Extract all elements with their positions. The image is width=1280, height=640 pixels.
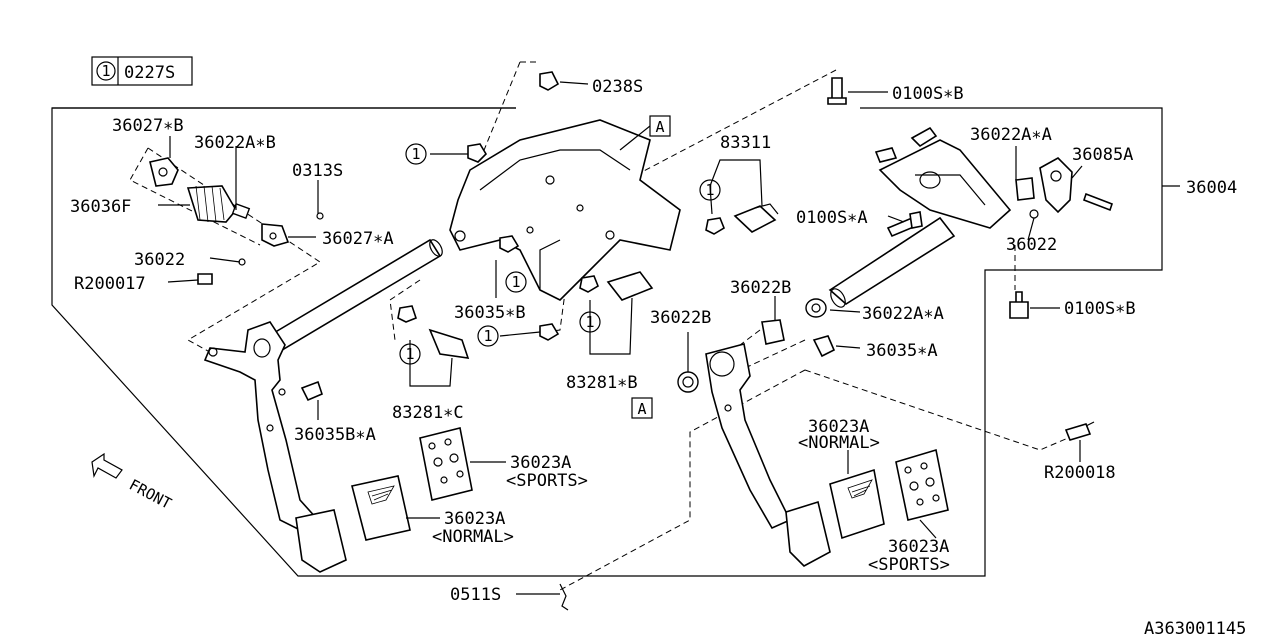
36035B-stopper [300, 380, 323, 402]
assembly-boundary [51, 107, 1163, 577]
bracket-nut-upper [467, 143, 488, 163]
36022B-bushing-upper [761, 319, 785, 345]
label-36027B: 36027∗B [112, 116, 184, 136]
left-normal-pad [351, 475, 411, 541]
label-sports-right: <SPORTS> [868, 555, 950, 575]
front-label: FRONT [126, 476, 174, 513]
36022-bushing-right [1029, 209, 1039, 219]
lower-dashed-link [559, 369, 806, 591]
svg-text:1: 1 [411, 145, 420, 163]
legend-code: 0227S [124, 63, 175, 83]
label-36023A-normal-right: 36023A [808, 417, 869, 437]
label-36085A: 36085A [1072, 145, 1133, 165]
label-0238S: 0238S [592, 77, 643, 97]
bracket-nut-mid [499, 235, 520, 253]
36035A-stopper [812, 335, 836, 358]
36022AA-bushing-top [1015, 177, 1035, 201]
label-36022AA-top: 36022A∗A [970, 125, 1052, 145]
83281C-switch [397, 305, 470, 359]
box-marker-top: A [619, 115, 671, 151]
label-83311: 83311 [720, 133, 771, 153]
label-36022AA-mid: 36022A∗A [862, 304, 944, 324]
0100SA-bolt [886, 211, 923, 238]
label-0100SA: 0100S∗A [796, 208, 868, 228]
label-normal-left: <NORMAL> [432, 527, 514, 547]
leader-lines [158, 81, 1180, 595]
36036F-spring [186, 185, 237, 223]
lower-bracket-nut [539, 323, 560, 341]
label-36035A: 36035∗A [866, 341, 938, 361]
label-36023A-sports-right: 36023A [888, 537, 949, 557]
label-36022-left: 36022 [134, 250, 185, 270]
front-arrow-icon: FRONT [91, 452, 174, 513]
36022B-bushing-lower [677, 371, 699, 393]
svg-text:1: 1 [483, 327, 492, 345]
pedal-shaft-left [260, 238, 443, 358]
left-pedal-arm [203, 321, 347, 573]
36085A-plate [1039, 157, 1114, 214]
0100SB-bolt-top [827, 77, 847, 105]
label-0100SB-right: 0100S∗B [1064, 299, 1136, 319]
label-36023A-sports-left: 36023A [510, 453, 571, 473]
right-bracket-36004 [874, 126, 1012, 229]
legend-marker-circle [96, 61, 116, 81]
label-sports-left: <SPORTS> [506, 471, 588, 491]
svg-text:1: 1 [511, 273, 520, 291]
label-R200018: R200018 [1044, 463, 1116, 483]
label-0313S: 0313S [292, 161, 343, 181]
left-pedal-pad [295, 509, 347, 573]
box-marker-bottom: A [631, 397, 653, 419]
83311-switch [705, 203, 779, 235]
label-0511S: 0511S [450, 585, 501, 605]
svg-text:A: A [637, 400, 646, 418]
83281B-switch [579, 271, 654, 301]
0238S-nut [539, 71, 560, 91]
label-36022B-upper: 36022B [730, 278, 791, 298]
svg-text:1: 1 [585, 313, 594, 331]
label-36023A-normal-left: 36023A [444, 509, 505, 529]
label-36022B-lower: 36022B [650, 308, 711, 328]
label-36027A: 36027∗A [322, 229, 394, 249]
top-dashed-bracket [479, 61, 540, 161]
label-36035BA: 36035B∗A [294, 425, 376, 445]
right-pedal-arm [705, 343, 831, 567]
svg-text:1: 1 [705, 181, 714, 199]
label-36022-right: 36022 [1006, 235, 1057, 255]
right-normal-pad [829, 468, 885, 540]
label-normal-right: <NORMAL> [798, 433, 880, 453]
label-83281B: 83281∗B [566, 373, 638, 393]
36022AB-bushing [231, 203, 251, 219]
label-0100SB-top: 0100S∗B [892, 84, 964, 104]
label-36004: 36004 [1186, 178, 1237, 198]
pedal-bracket [449, 119, 681, 301]
36027B-clip [149, 157, 179, 187]
right-pedal-pad [785, 500, 831, 567]
R200018-bolt [1064, 421, 1095, 441]
0100SB-bolt-right [1009, 291, 1029, 319]
label-36022AB: 36022A∗B [194, 133, 276, 153]
R200017-bolt [197, 273, 213, 285]
svg-text:1: 1 [405, 345, 414, 363]
0511S-clip [559, 583, 569, 611]
label-83281C: 83281∗C [392, 403, 464, 423]
left-sports-pad [419, 427, 473, 501]
svg-text:A: A [655, 118, 664, 136]
36027A-clip [261, 223, 290, 247]
label-36036F: 36036F [70, 197, 131, 217]
label-36035B: 36035∗B [454, 303, 526, 323]
legend-box: 1 0227S [91, 56, 193, 86]
callout-markers: 1 1 1 1 1 1 [399, 143, 721, 365]
right-sports-pad [895, 448, 949, 521]
right-shaft [828, 216, 956, 308]
0313S-pin [316, 212, 324, 220]
label-R200017: R200017 [74, 274, 146, 294]
reference-code: A363001145 [1144, 619, 1246, 639]
36022AA-bushing-mid [805, 298, 827, 318]
legend-marker: 1 [101, 62, 110, 80]
